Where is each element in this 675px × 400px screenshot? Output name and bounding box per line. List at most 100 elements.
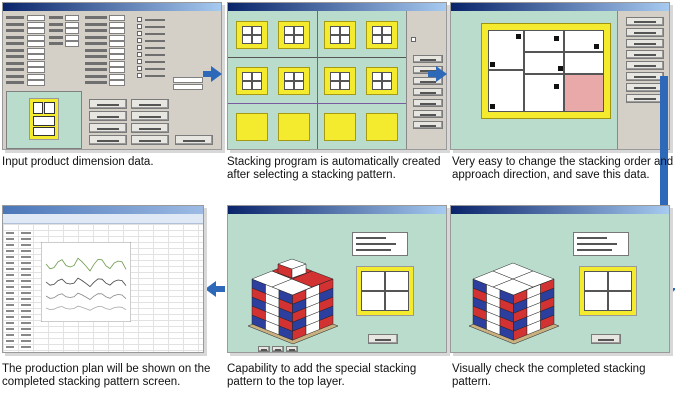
- option-checkbox[interactable]: [137, 59, 142, 64]
- action-button[interactable]: [89, 111, 127, 121]
- pattern-box: [382, 81, 392, 90]
- pattern-thumbnail[interactable]: [236, 67, 268, 95]
- pattern-thumbnail[interactable]: [278, 21, 310, 49]
- field-input[interactable]: [27, 67, 45, 73]
- screenshot-input-form: [2, 2, 222, 150]
- line-chart: [41, 242, 131, 322]
- field-input[interactable]: [109, 28, 125, 34]
- pattern-box: [252, 26, 262, 35]
- action-button[interactable]: [89, 99, 127, 109]
- option-checkbox[interactable]: [411, 37, 416, 42]
- field-input[interactable]: [109, 34, 125, 41]
- field-input[interactable]: [27, 34, 45, 41]
- field-input[interactable]: [109, 47, 125, 54]
- pattern-box: [340, 26, 350, 35]
- option-checkbox[interactable]: [137, 66, 142, 71]
- field-input[interactable]: [65, 28, 79, 34]
- pattern-thumbnail[interactable]: [324, 113, 356, 141]
- option-label: [145, 75, 165, 77]
- pattern-box: [242, 72, 252, 81]
- field-input[interactable]: [109, 67, 125, 73]
- play-button[interactable]: [286, 346, 298, 352]
- field-input[interactable]: [109, 15, 125, 21]
- field-label: [6, 48, 24, 52]
- toolbar-button[interactable]: [413, 99, 443, 107]
- pattern-thumbnail[interactable]: [324, 21, 356, 49]
- field-label: [85, 48, 107, 52]
- option-checkbox[interactable]: [137, 31, 142, 36]
- cell-value: [21, 298, 31, 300]
- field-input[interactable]: [27, 28, 45, 34]
- option-checkbox[interactable]: [137, 24, 142, 29]
- field-input[interactable]: [109, 60, 125, 67]
- close-button[interactable]: [591, 334, 621, 344]
- field-input[interactable]: [109, 80, 125, 86]
- field-input[interactable]: [65, 21, 79, 28]
- action-button[interactable]: [175, 135, 213, 145]
- field-input[interactable]: [109, 21, 125, 28]
- close-button[interactable]: [368, 334, 398, 344]
- toolbar-button[interactable]: [626, 72, 664, 81]
- window-titlebar: [3, 206, 203, 214]
- option-checkbox[interactable]: [137, 17, 142, 22]
- pattern-thumbnail[interactable]: [278, 113, 310, 141]
- pattern-box: [372, 26, 382, 35]
- field-input[interactable]: [173, 77, 203, 83]
- action-button[interactable]: [89, 123, 127, 133]
- option-label: [145, 26, 165, 28]
- chart-series-line: [45, 305, 127, 311]
- field-label: [85, 74, 107, 78]
- pattern-thumbnail[interactable]: [366, 21, 398, 49]
- cell-value: [21, 256, 31, 258]
- toolbar-button[interactable]: [413, 110, 443, 118]
- option-checkbox[interactable]: [137, 45, 142, 50]
- pattern-thumbnail[interactable]: [366, 67, 398, 95]
- field-input[interactable]: [27, 80, 45, 86]
- next-button[interactable]: [272, 346, 284, 352]
- caption-auto: Stacking program is automatically create…: [227, 156, 441, 181]
- action-button[interactable]: [131, 123, 169, 133]
- pattern-thumbnail[interactable]: [278, 67, 310, 95]
- option-checkbox[interactable]: [137, 73, 142, 78]
- field-input[interactable]: [27, 21, 45, 28]
- cell-value: [6, 268, 14, 270]
- option-checkbox[interactable]: [137, 52, 142, 57]
- field-input[interactable]: [27, 41, 45, 47]
- prev-button[interactable]: [258, 346, 270, 352]
- toolbar-button[interactable]: [626, 94, 664, 103]
- field-input[interactable]: [27, 73, 45, 80]
- pattern-thumbnail[interactable]: [236, 113, 268, 141]
- action-button[interactable]: [89, 135, 127, 145]
- field-input[interactable]: [27, 15, 45, 21]
- pattern-thumbnail[interactable]: [366, 113, 398, 141]
- toolbar-button[interactable]: [626, 28, 664, 37]
- toolbar-button[interactable]: [626, 83, 664, 92]
- toolbar-button[interactable]: [413, 55, 443, 63]
- toolbar-button[interactable]: [413, 121, 443, 129]
- field-input[interactable]: [65, 41, 79, 47]
- grid-row-line: [3, 236, 203, 237]
- action-button[interactable]: [131, 99, 169, 109]
- field-input[interactable]: [109, 54, 125, 60]
- toolbar-button[interactable]: [413, 88, 443, 96]
- toolbar-button[interactable]: [626, 17, 664, 26]
- action-button[interactable]: [131, 111, 169, 121]
- toolbar-button[interactable]: [626, 39, 664, 48]
- cell-value: [21, 340, 31, 342]
- field-input[interactable]: [65, 34, 79, 41]
- toolbar-button[interactable]: [626, 61, 664, 70]
- pattern-thumbnail[interactable]: [236, 21, 268, 49]
- pattern-thumbnail[interactable]: [324, 67, 356, 95]
- toolbar-button[interactable]: [626, 50, 664, 59]
- option-checkbox[interactable]: [137, 38, 142, 43]
- flow-connector: [660, 76, 668, 291]
- field-input[interactable]: [109, 41, 125, 47]
- field-input[interactable]: [173, 84, 203, 90]
- field-input[interactable]: [27, 60, 45, 67]
- field-input[interactable]: [109, 73, 125, 80]
- ribbon-toolbar: [3, 214, 203, 224]
- action-button[interactable]: [131, 135, 169, 145]
- field-input[interactable]: [65, 15, 79, 21]
- field-input[interactable]: [27, 54, 45, 60]
- field-input[interactable]: [27, 47, 45, 54]
